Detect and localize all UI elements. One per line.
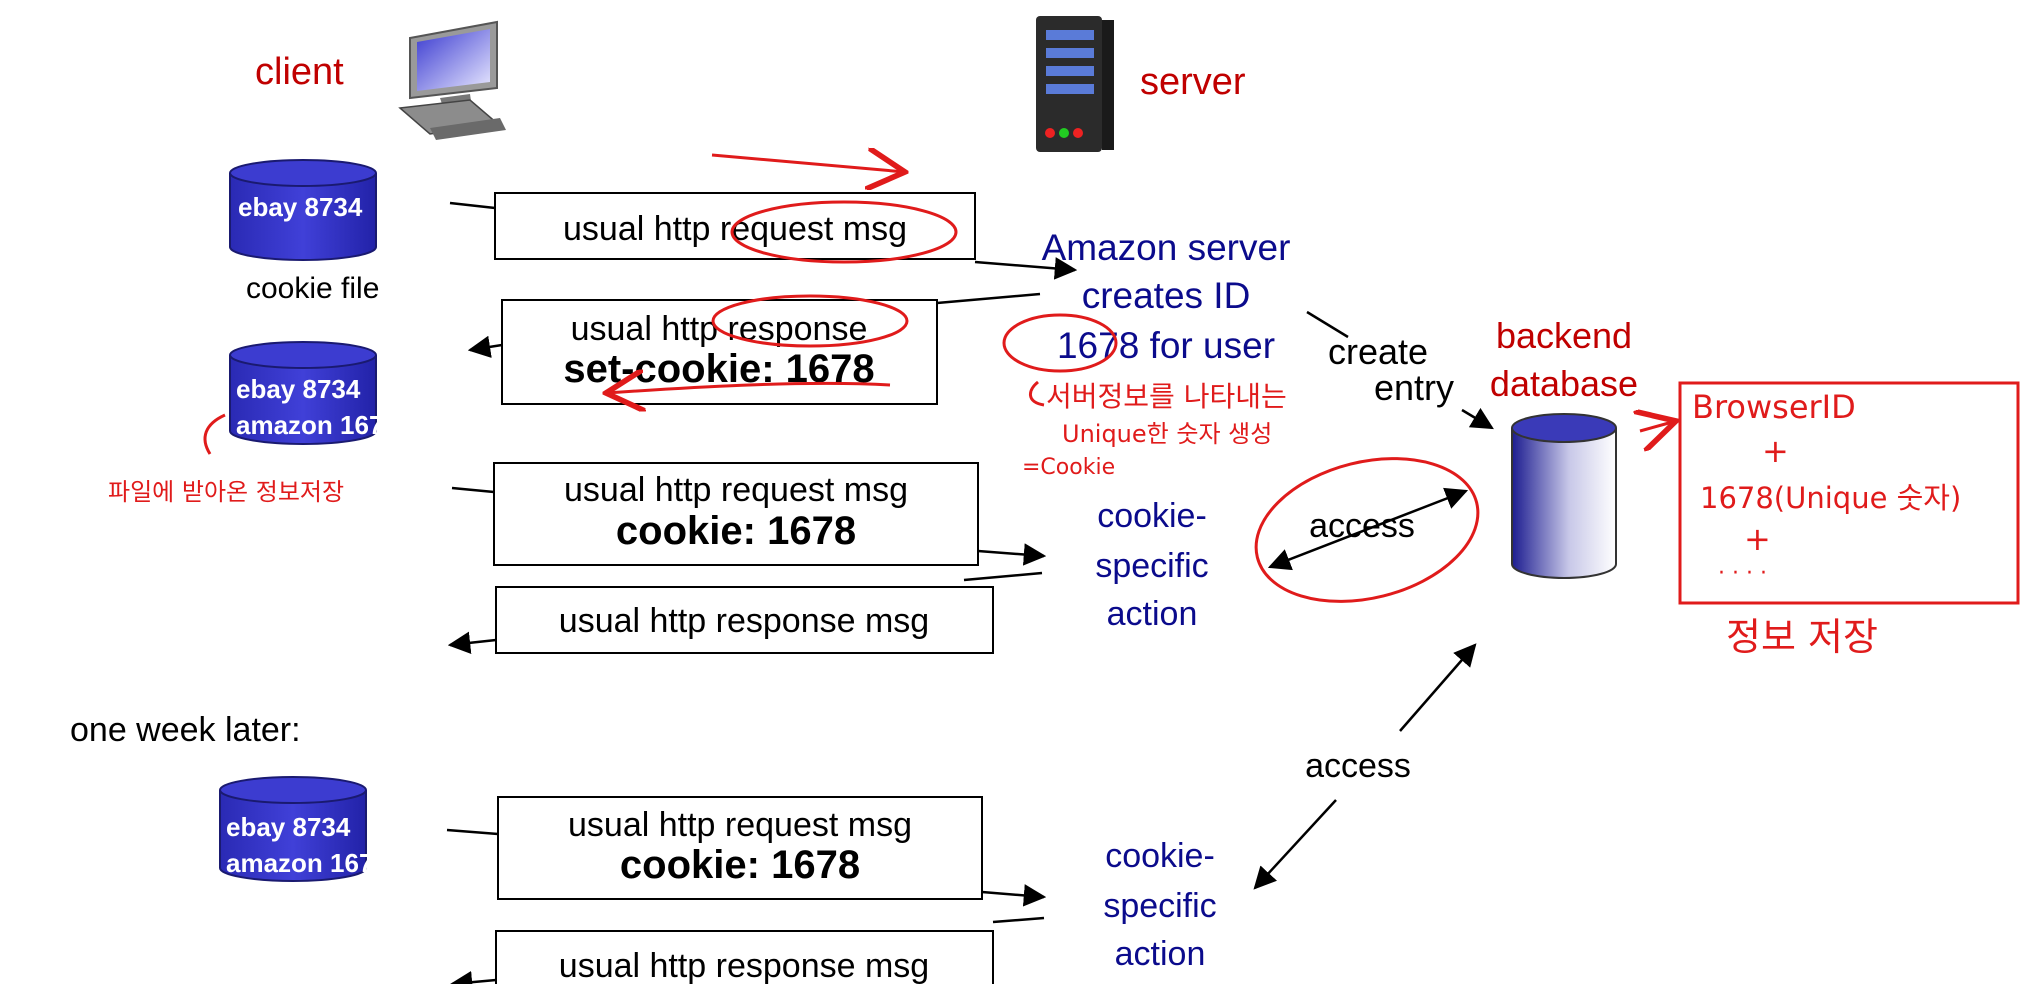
cookie-file-label: cookie file xyxy=(246,272,379,305)
message-box-5: usual http request msg cookie: 1678 xyxy=(497,796,983,900)
request-1-lead-line xyxy=(449,201,496,210)
amazon-server-line3: 1678 for user xyxy=(1057,325,1275,366)
create-entry-line xyxy=(1306,310,1349,339)
annotation-unique-number: Unique한 숫자 생성 xyxy=(1062,420,1272,448)
red-circle-response xyxy=(711,294,909,348)
request-3-lead-line xyxy=(446,828,499,836)
message-5-line2: cookie: 1678 xyxy=(620,843,860,887)
request-1-arrow xyxy=(974,257,1078,280)
message-3-line1: usual http request msg xyxy=(564,471,908,509)
red-annotations xyxy=(203,155,2020,605)
access-2-down-arrow xyxy=(1253,799,1337,890)
message-box-4: usual http response msg xyxy=(495,586,994,654)
annotation-info-store: 정보 저장 xyxy=(1726,615,1878,659)
cylinder-2-line2: amazon 1678 xyxy=(236,410,398,440)
red-set-cookie-arrow xyxy=(606,383,891,393)
message-box-6: usual http response msg xyxy=(495,930,994,984)
create-label: create xyxy=(1328,331,1428,372)
cylinder-3-line2: amazon 1678 xyxy=(226,848,388,878)
amazon-server-line2: creates ID xyxy=(1082,275,1251,316)
message-4-line1: usual http response msg xyxy=(559,602,929,640)
access-label-1: access xyxy=(1309,507,1415,545)
annotation-dots: · · · · xyxy=(1718,561,1767,586)
cookie-file-cylinder-3: ebay 8734 amazon 1678 xyxy=(219,776,388,882)
red-hook-cylinder xyxy=(203,413,226,455)
red-hook-1678 xyxy=(1029,380,1045,407)
access-label-2: access xyxy=(1305,747,1411,785)
cookie-specific-2-line2: specific xyxy=(1103,887,1216,925)
red-circle-request-msg xyxy=(730,200,958,264)
cookie-specific-2-line1: cookie- xyxy=(1105,837,1215,875)
create-entry-arrow xyxy=(1461,407,1494,430)
entry-label: entry xyxy=(1374,367,1454,408)
red-db-arrow xyxy=(1640,421,1676,431)
response-2-lead-line xyxy=(963,571,1043,582)
backend-label-line1: backend xyxy=(1496,315,1632,356)
request-2-arrow xyxy=(977,543,1047,566)
request-3-arrow xyxy=(981,884,1047,907)
message-3-line2: cookie: 1678 xyxy=(616,509,856,553)
cookie-specific-1-line3: action xyxy=(1107,595,1198,633)
response-1-lead-line xyxy=(936,292,1041,305)
backend-database-icon xyxy=(1511,413,1617,579)
computer-icon xyxy=(398,20,506,140)
annotation-file-store: 파일에 받아온 정보저장 xyxy=(108,478,344,506)
response-3-lead-line xyxy=(992,916,1045,924)
one-week-later-label: one week later: xyxy=(70,711,301,749)
backend-label-line2: database xyxy=(1490,363,1638,404)
cookie-file-cylinder-1: ebay 8734 xyxy=(229,159,377,261)
access-arrow-1 xyxy=(1267,487,1469,571)
annotation-server-info: 서버정보를 나타내는 xyxy=(1046,380,1287,413)
red-request-arrow xyxy=(711,155,905,172)
annotation-browser-id: BrowserID xyxy=(1692,388,1856,426)
red-info-box xyxy=(1678,381,2020,605)
cookie-specific-1-line1: cookie- xyxy=(1097,497,1207,535)
annotation-plus-2: + xyxy=(1744,520,1771,558)
message-1-line1: usual http request msg xyxy=(563,210,907,248)
client-label: client xyxy=(255,51,344,93)
cookie-specific-1-line2: specific xyxy=(1095,547,1208,585)
cylinder-2-line1: ebay 8734 xyxy=(236,374,361,404)
red-circle-access xyxy=(1254,457,1480,603)
cylinder-3-line1: ebay 8734 xyxy=(226,812,351,842)
annotation-eq-cookie: =Cookie xyxy=(1022,455,1115,480)
cookie-specific-2-line3: action xyxy=(1115,935,1206,973)
server-label: server xyxy=(1140,61,1246,103)
message-box-2: usual http response set-cookie: 1678 xyxy=(501,299,938,405)
message-arrows xyxy=(446,201,1494,984)
cookie-file-cylinder-2: ebay 8734 amazon 1678 xyxy=(229,341,398,445)
message-5-line1: usual http request msg xyxy=(568,806,912,844)
response-2-arrow xyxy=(447,631,497,654)
red-circle-1678 xyxy=(1002,313,1118,373)
annotation-plus-1: + xyxy=(1762,432,1789,470)
server-tower-icon xyxy=(1036,16,1114,152)
annotation-unique-1678: 1678(Unique 숫자) xyxy=(1700,481,1961,515)
access-2-up-arrow xyxy=(1399,643,1477,732)
message-box-3: usual http request msg cookie: 1678 xyxy=(493,462,979,566)
amazon-server-line1: Amazon server xyxy=(1042,227,1291,268)
cylinder-1-line1: ebay 8734 xyxy=(238,192,363,222)
message-6-line1: usual http response msg xyxy=(559,947,929,984)
request-2-lead-line xyxy=(451,486,495,494)
response-3-arrow xyxy=(449,970,497,984)
response-1-arrow xyxy=(467,335,503,358)
